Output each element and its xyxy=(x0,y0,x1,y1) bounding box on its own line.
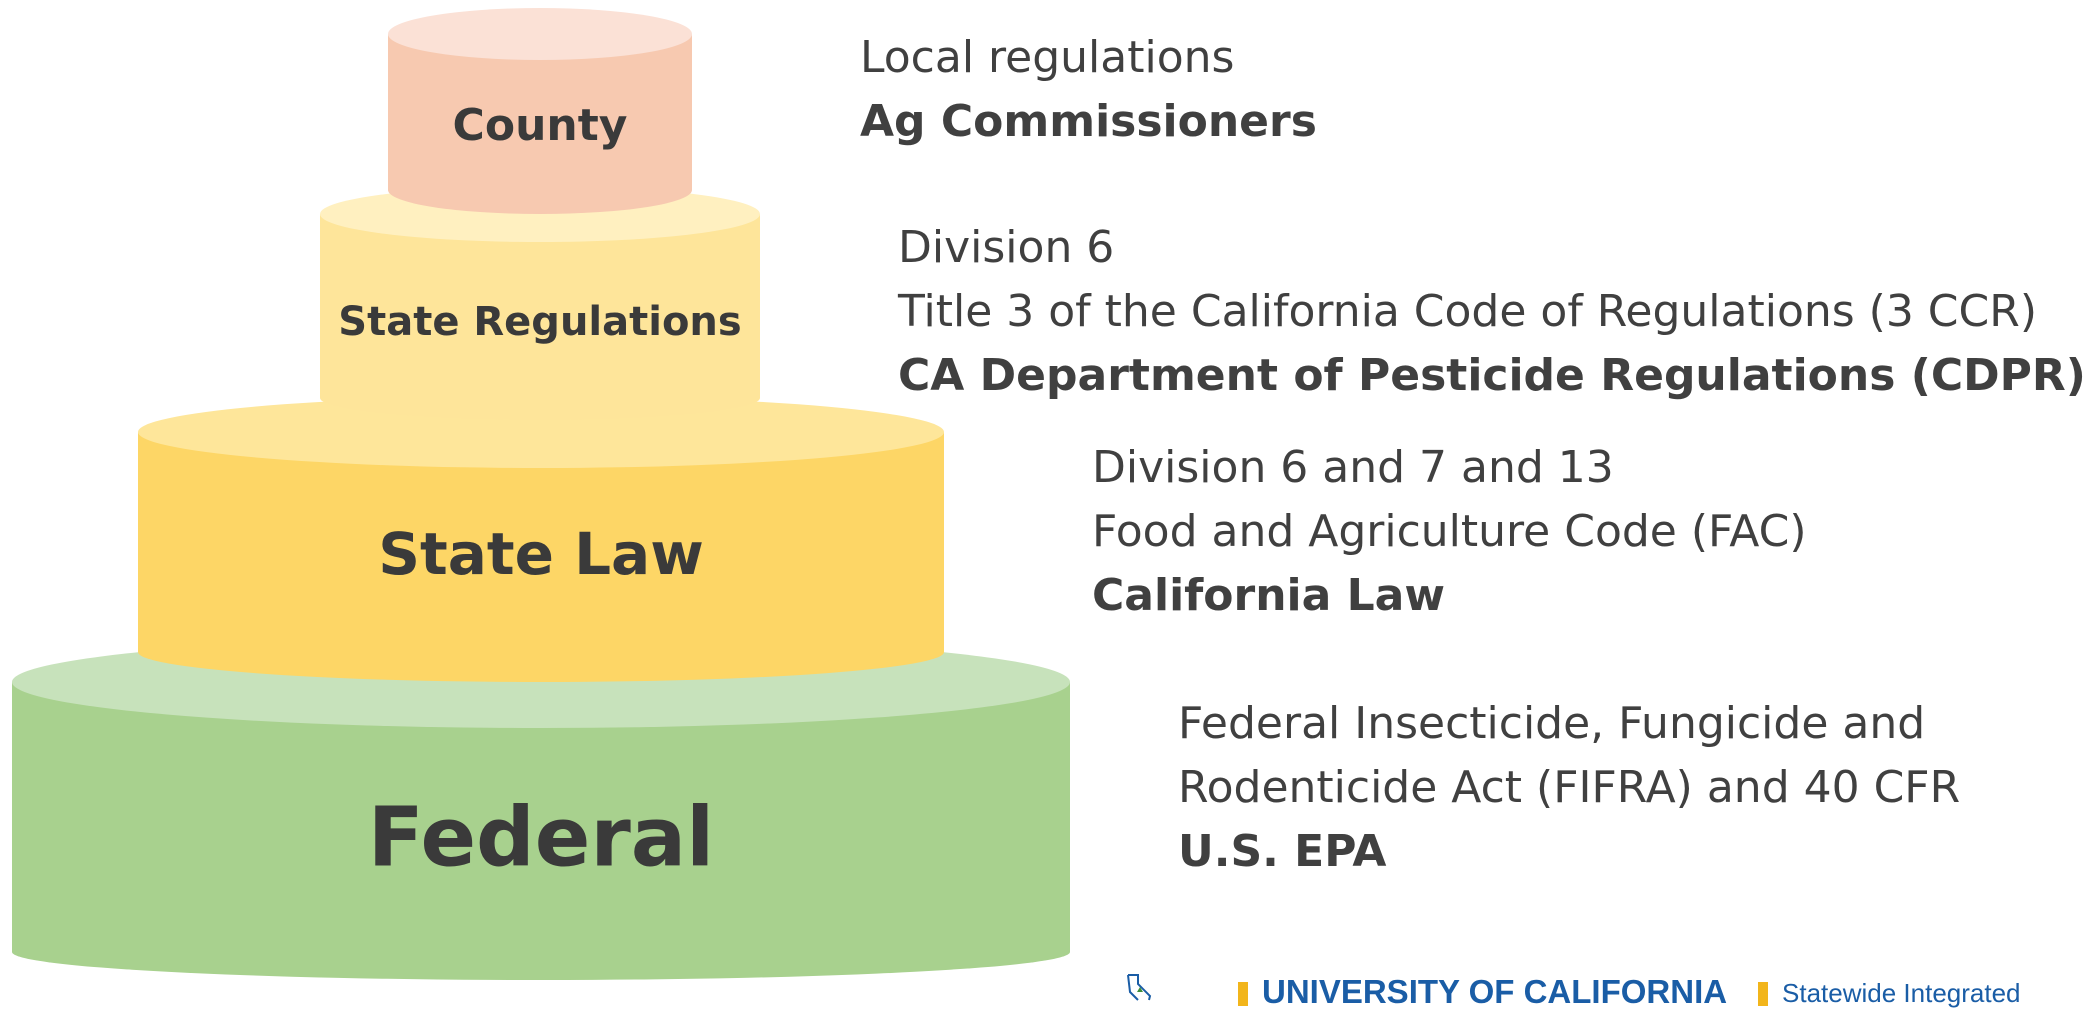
county-authority: Ag Commissioners xyxy=(860,96,1317,147)
tier-county: County xyxy=(388,8,692,214)
university-name: UNIVERSITY OF CALIFORNIA xyxy=(1262,973,1728,1010)
state-law-desc-line: Food and Agriculture Code (FAC) xyxy=(1092,506,1807,557)
program-name: Statewide Integrated xyxy=(1782,978,2021,1008)
tier-federal-body xyxy=(12,682,1070,980)
tier-state-regulations-label: State Regulations xyxy=(338,299,741,345)
federal-description: Federal Insecticide, Fungicide and Roden… xyxy=(1178,692,1960,884)
footer-branding: UNIVERSITY OF CALIFORNIA Statewide Integ… xyxy=(1120,972,2026,1012)
state-law-desc-line: Division 6 and 7 and 13 xyxy=(1092,442,1614,493)
federal-authority: U.S. EPA xyxy=(1178,826,1387,877)
state-regs-desc-line: Division 6 xyxy=(898,222,1115,273)
tier-state-regulations-body xyxy=(320,214,760,420)
county-description: Local regulations Ag Commissioners xyxy=(860,26,1317,154)
tier-state-law-label: State Law xyxy=(378,520,704,588)
federal-desc-line: Rodenticide Act (FIFRA) and 40 CFR xyxy=(1178,762,1961,813)
state-law-description: Division 6 and 7 and 13 Food and Agricul… xyxy=(1092,436,1807,628)
state-law-authority: California Law xyxy=(1092,570,1446,621)
california-outline-icon xyxy=(1127,974,1152,1001)
tier-state-regulations: State Regulations xyxy=(320,186,760,420)
layered-cylinder-diagram: Federal State Law State Regulations Coun… xyxy=(12,8,1070,980)
tier-federal: Federal xyxy=(12,636,1070,980)
footer-accent-bar xyxy=(1238,982,1248,1006)
footer-accent-bar xyxy=(1758,982,1768,1006)
county-desc-line: Local regulations xyxy=(860,32,1235,83)
state-regulations-description: Division 6 Title 3 of the California Cod… xyxy=(898,216,2086,408)
tier-state-law-top xyxy=(138,396,944,468)
tier-federal-label: Federal xyxy=(368,790,715,885)
tier-county-label: County xyxy=(453,100,628,151)
tier-county-body xyxy=(388,34,692,214)
state-regs-authority: CA Department of Pesticide Regulations (… xyxy=(898,350,2086,401)
tier-county-top xyxy=(388,8,692,60)
tier-state-law: State Law xyxy=(138,396,944,682)
state-regs-desc-line: Title 3 of the California Code of Regula… xyxy=(898,286,2037,337)
tier-state-law-body xyxy=(138,432,944,682)
federal-desc-line: Federal Insecticide, Fungicide and xyxy=(1178,698,1926,749)
